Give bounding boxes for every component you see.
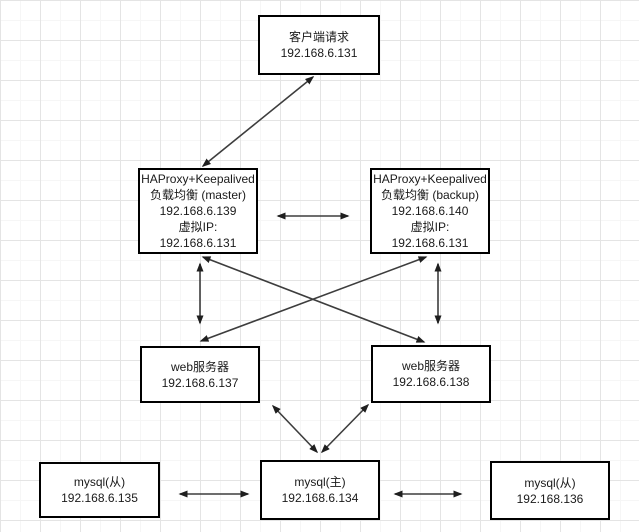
node-haproxy-backup-label-3: 虚拟IP: bbox=[410, 220, 450, 234]
node-haproxy-backup: HAProxy+Keepalived 负载均衡 (backup) 192.168.6… bbox=[370, 168, 490, 254]
node-web-server-1-label-0: web服务器 bbox=[170, 359, 229, 374]
node-client: 客户端请求 192.168.6.131 bbox=[258, 15, 380, 75]
node-mysql-slave-2-label-1: 192.168.136 bbox=[516, 491, 584, 506]
node-haproxy-master: HAProxy+Keepalived 负载均衡 (master) 192.168.6… bbox=[138, 168, 258, 254]
node-web-server-2-label-0: web服务器 bbox=[401, 359, 460, 373]
node-web-server-2-label-1: 192.168.6.138 bbox=[392, 375, 470, 389]
node-web-server-1-label-1: 192.168.6.137 bbox=[161, 375, 239, 390]
node-mysql-slave-1-label-0: mysql(从) bbox=[73, 475, 126, 489]
node-haproxy-master-label-4: 192.168.6.131 bbox=[159, 236, 237, 250]
node-mysql-master-label-1: 192.168.6.134 bbox=[281, 491, 359, 505]
node-client-label-0: 客户端请求 bbox=[288, 30, 349, 44]
node-haproxy-backup-label-1: 负载均衡 (backup) bbox=[380, 188, 480, 202]
node-haproxy-master-label-0: HAProxy+Keepalived bbox=[141, 172, 255, 186]
node-mysql-slave-1-label-1: 192.168.6.135 bbox=[61, 491, 138, 505]
edge-web-server-1--mysql-master bbox=[271, 404, 319, 454]
node-haproxy-backup-label-4: 192.168.6.131 bbox=[391, 236, 469, 250]
node-haproxy-master-label-3: 虚拟IP: bbox=[178, 220, 218, 234]
node-mysql-master: mysql(主) 192.168.6.134 bbox=[260, 460, 380, 520]
node-web-server-2: web服务器 192.168.6.138 bbox=[371, 345, 491, 403]
edge-client--haproxy-master bbox=[201, 76, 315, 167]
node-mysql-slave-2-label-0: mysql(从) bbox=[524, 475, 576, 490]
node-haproxy-master-label-1: 负载均衡 (master) bbox=[149, 188, 246, 202]
node-mysql-slave-2: mysql(从)192.168.136 bbox=[490, 461, 610, 520]
edge-web-server-2--mysql-master bbox=[320, 403, 370, 454]
node-client-label-1: 192.168.6.131 bbox=[280, 46, 358, 60]
node-mysql-slave-1: mysql(从) 192.168.6.135 bbox=[39, 462, 160, 518]
node-haproxy-backup-label-2: 192.168.6.140 bbox=[391, 204, 469, 218]
node-haproxy-backup-label-0: HAProxy+Keepalived bbox=[373, 172, 487, 186]
node-haproxy-master-label-2: 192.168.6.139 bbox=[159, 204, 237, 218]
node-mysql-master-label-0: mysql(主) bbox=[294, 475, 346, 489]
edge-haproxy-backup--web-server-1 bbox=[199, 256, 428, 342]
